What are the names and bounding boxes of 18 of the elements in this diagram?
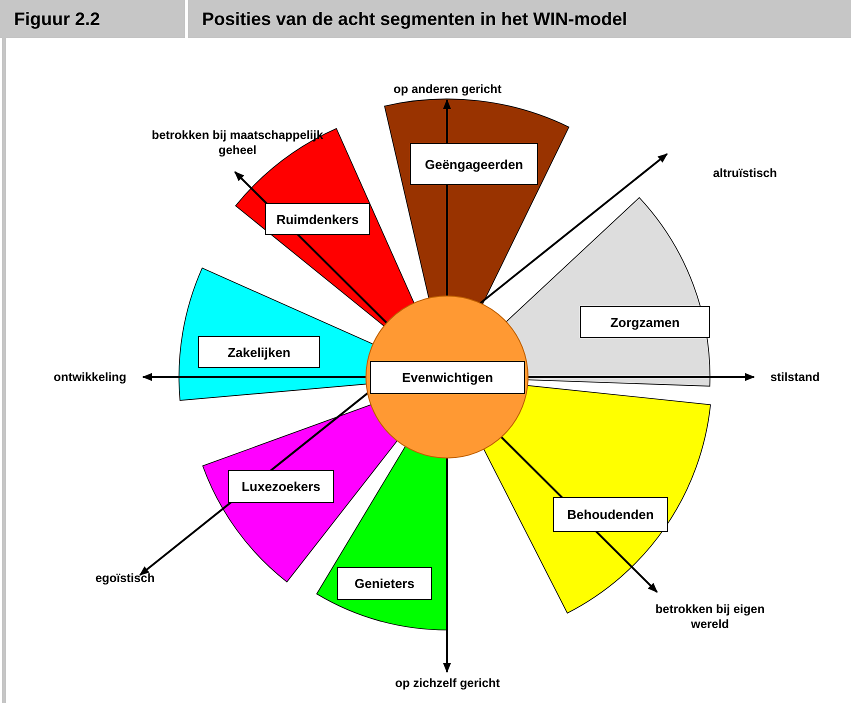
segment-label: Evenwichtigen <box>370 361 525 394</box>
figure-title: Posities van de acht segmenten in het WIN-model <box>188 0 851 38</box>
axis-label: betrokken bij eigen wereld <box>654 602 766 632</box>
segment-label: Ruimdenkers <box>265 203 370 235</box>
axis-label: betrokken bij maatschappelijk geheel <box>150 128 324 158</box>
axis-label: op anderen gericht <box>392 82 503 97</box>
axis-label: op zichzelf gericht <box>394 676 501 691</box>
segment-label: Geëngageerden <box>410 143 538 185</box>
segment-label: Zorgzamen <box>580 306 710 338</box>
segment-label: Genieters <box>337 567 432 600</box>
axis-label: stilstand <box>769 370 821 385</box>
segment-label: Luxezoekers <box>228 470 334 503</box>
axis-label: altruïstisch <box>712 166 778 181</box>
segment-label: Behoudenden <box>553 497 668 532</box>
axis-label: ontwikkeling <box>52 370 128 385</box>
axis-label: egoïstisch <box>94 571 156 586</box>
segment-label: Zakelijken <box>198 336 320 368</box>
figure-number: Figuur 2.2 <box>0 0 185 38</box>
